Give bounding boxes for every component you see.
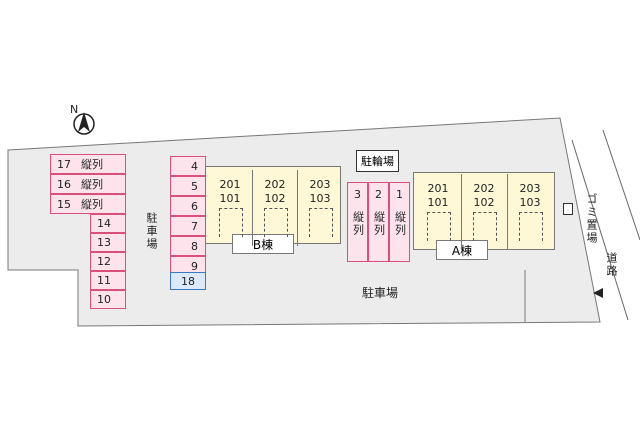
spot-number: 3 <box>354 188 361 201</box>
parking-spot-4: 4 <box>170 156 206 176</box>
spot-tag: 縦列 <box>393 211 407 237</box>
parking-spot-14: 14 <box>90 214 126 233</box>
parking-spot-6: 6 <box>170 196 206 216</box>
unit-103: 103 <box>519 196 541 209</box>
parking-spot-8: 8 <box>170 236 206 256</box>
building-a <box>413 172 555 250</box>
road-edge-right <box>602 129 640 241</box>
road-edge-left <box>571 139 629 321</box>
unit-divider <box>461 174 462 250</box>
stair-marker <box>473 212 497 241</box>
unit-divider <box>507 174 508 250</box>
parking-spot-18: 18 <box>170 272 206 290</box>
unit-101: 101 <box>219 192 241 205</box>
parking-spot-12: 12 <box>90 252 126 271</box>
unit-divider <box>297 170 298 246</box>
parking-spot-7: 7 <box>170 216 206 236</box>
spot-number: 16 <box>57 177 71 191</box>
parking-spot-11: 11 <box>90 271 126 290</box>
stair-marker <box>519 212 543 241</box>
stair-marker <box>427 212 451 241</box>
unit-202: 202 <box>473 182 495 195</box>
parking-main-label: 駐車場 <box>362 286 399 300</box>
building-b-name: B棟 <box>232 234 294 254</box>
bike-spot-1: 1 縦列 <box>389 182 410 262</box>
bicycle-parking-label: 駐輪場 <box>356 150 399 172</box>
stair-marker <box>309 208 333 237</box>
spot-tag: 縦列 <box>81 158 103 171</box>
spot-tag: 縦列 <box>81 198 103 211</box>
unit-102: 102 <box>473 196 495 209</box>
north-label: N <box>70 103 79 116</box>
stair-marker <box>264 208 288 237</box>
spot-number: 1 <box>396 188 403 201</box>
spot-number: 15 <box>57 197 71 211</box>
spot-number: 2 <box>375 188 382 201</box>
parking-spot-15: 15 縦列 <box>50 194 126 214</box>
bike-spot-2: 2 縦列 <box>368 182 389 262</box>
unit-203: 203 <box>519 182 541 195</box>
unit-201: 201 <box>219 178 241 191</box>
building-a-name: A棟 <box>436 240 488 260</box>
entrance-arrow-icon <box>593 288 603 298</box>
unit-divider <box>252 170 253 246</box>
parking-spot-5: 5 <box>170 176 206 196</box>
unit-202: 202 <box>264 178 286 191</box>
unit-201: 201 <box>427 182 449 195</box>
garbage-area-label: ゴミ置場 <box>585 193 598 245</box>
parking-side-label: 駐車場 <box>145 212 158 251</box>
parking-spot-17: 17 縦列 <box>50 154 126 174</box>
parking-spot-16: 16 縦列 <box>50 174 126 194</box>
parking-spot-10: 10 <box>90 290 126 309</box>
spot-tag: 縦列 <box>351 211 365 237</box>
road-label: 道路 <box>605 252 618 278</box>
north-arrow-icon <box>78 112 90 132</box>
spot-tag: 縦列 <box>81 178 103 191</box>
unit-203: 203 <box>309 178 331 191</box>
spot-tag: 縦列 <box>372 211 386 237</box>
spot-number: 17 <box>57 157 71 171</box>
bike-spot-3: 3 縦列 <box>347 182 368 262</box>
building-b <box>205 166 341 244</box>
stair-marker <box>219 208 243 237</box>
unit-101: 101 <box>427 196 449 209</box>
parking-spot-13: 13 <box>90 233 126 252</box>
unit-102: 102 <box>264 192 286 205</box>
unit-103: 103 <box>309 192 331 205</box>
garbage-box-icon <box>563 203 573 215</box>
